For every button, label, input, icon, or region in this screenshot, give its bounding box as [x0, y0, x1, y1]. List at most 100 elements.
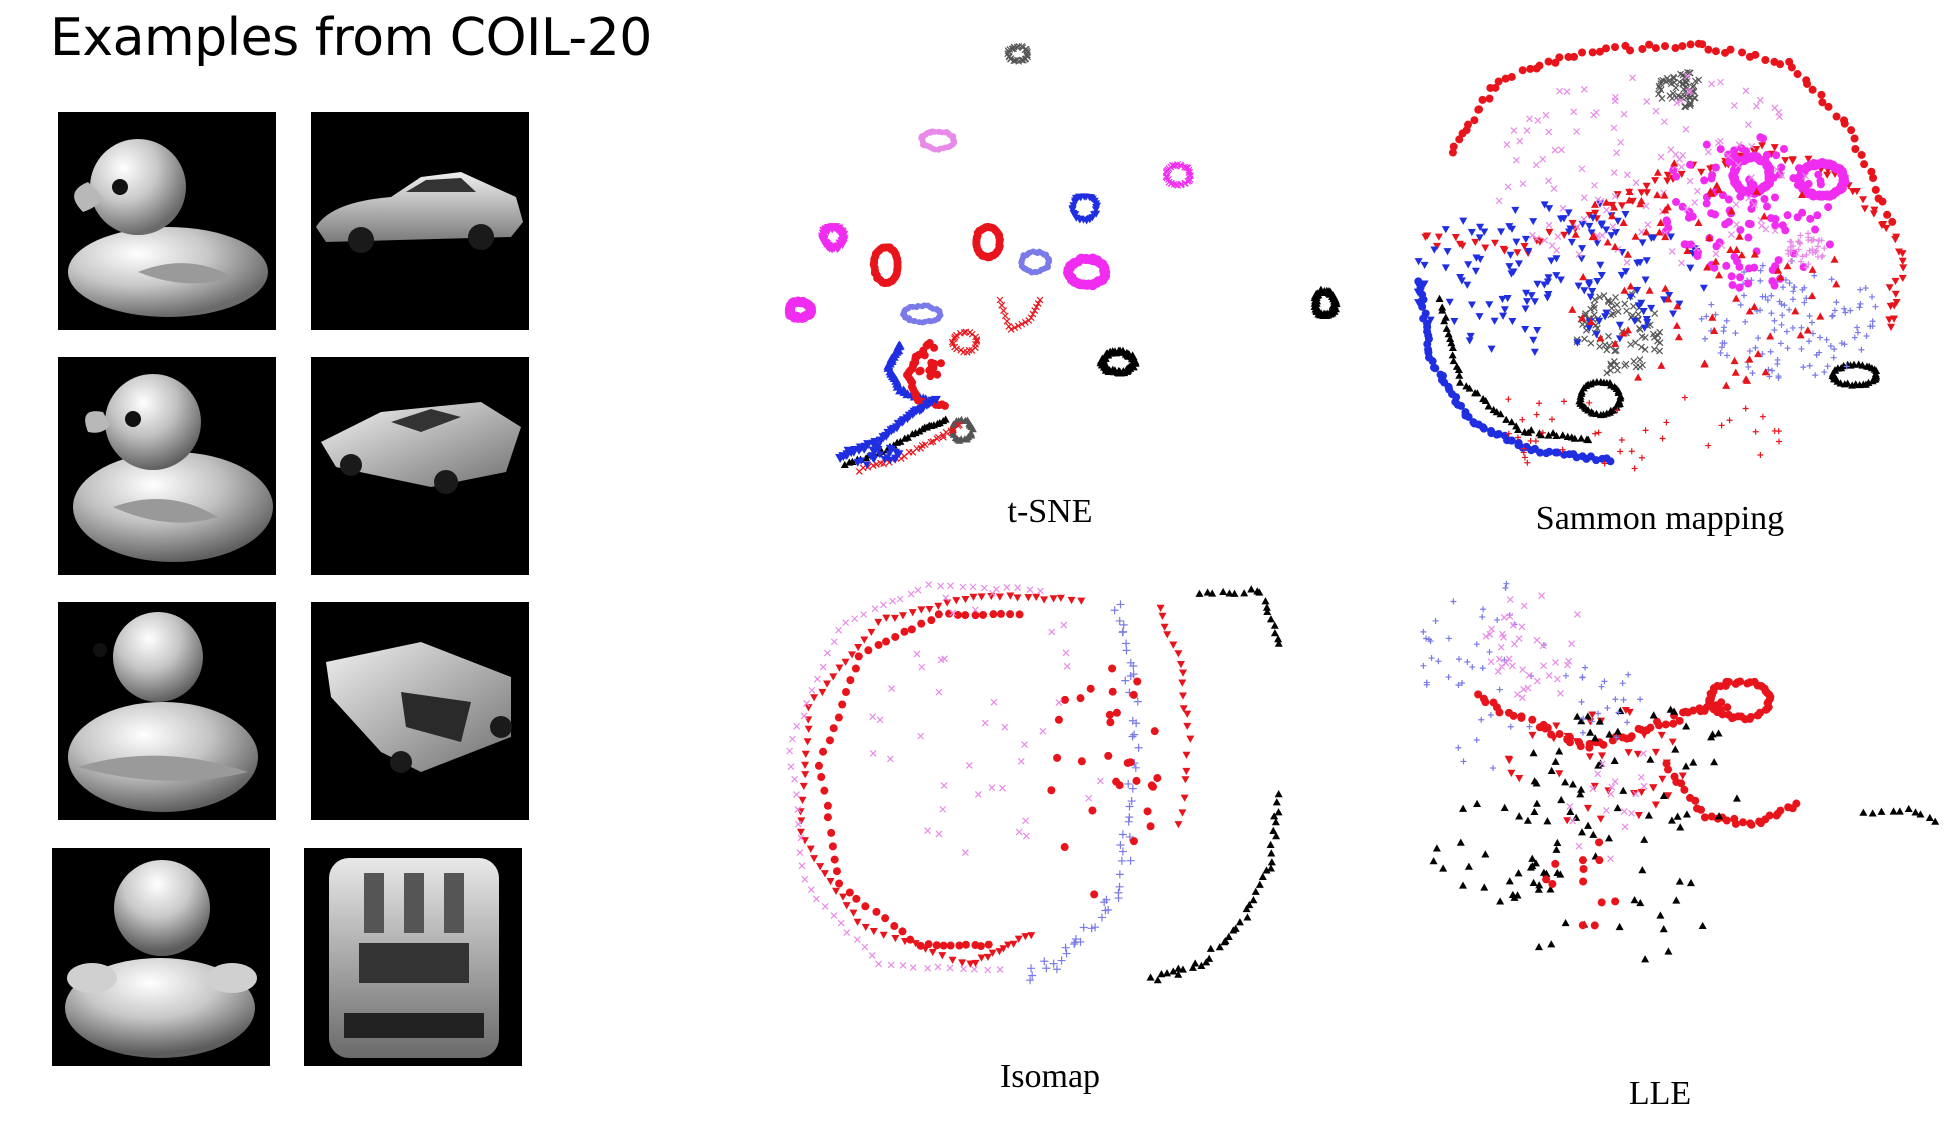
point-marker — [1418, 302, 1427, 311]
point-marker — [1812, 249, 1819, 256]
point-marker — [974, 790, 982, 798]
point-marker — [1458, 242, 1467, 250]
point-marker — [1752, 187, 1761, 195]
point-marker — [1508, 317, 1517, 326]
point-marker — [1450, 598, 1457, 605]
point-marker — [895, 450, 904, 458]
point-marker — [1538, 592, 1546, 600]
point-marker — [816, 863, 825, 871]
point-marker — [1128, 784, 1137, 793]
point-marker — [1603, 238, 1612, 246]
point-marker — [1024, 48, 1031, 56]
point-marker — [1163, 631, 1172, 639]
point-marker — [1633, 750, 1642, 759]
point-marker — [1097, 913, 1106, 922]
point-marker — [1717, 137, 1724, 145]
point-marker — [900, 627, 909, 636]
point-marker — [1006, 610, 1015, 619]
sammon-points — [1413, 39, 1908, 472]
point-marker — [1783, 328, 1790, 335]
point-marker — [1649, 784, 1658, 792]
point-marker — [1667, 816, 1676, 824]
point-marker — [1563, 88, 1571, 96]
point-marker — [874, 445, 883, 454]
point-marker — [1497, 228, 1506, 236]
point-marker — [1705, 442, 1712, 449]
point-marker — [1603, 346, 1611, 354]
point-marker — [1777, 340, 1784, 347]
point-marker — [1707, 733, 1716, 741]
point-marker — [1672, 172, 1681, 181]
point-marker — [853, 936, 861, 943]
point-marker — [1589, 232, 1598, 240]
point-marker — [1545, 128, 1553, 136]
point-marker — [1534, 885, 1543, 893]
point-marker — [803, 699, 811, 707]
point-marker — [1771, 326, 1778, 333]
point-marker — [789, 735, 796, 743]
point-marker — [1678, 42, 1687, 51]
point-marker — [1607, 201, 1616, 210]
point-marker — [1514, 260, 1523, 268]
point-marker — [1178, 692, 1187, 700]
point-marker — [1533, 677, 1541, 685]
point-marker — [1715, 271, 1724, 279]
point-marker — [808, 686, 816, 694]
point-marker — [1543, 278, 1552, 286]
point-marker — [1570, 108, 1578, 116]
point-marker — [968, 330, 976, 338]
point-marker — [1860, 160, 1869, 169]
point-marker — [1576, 742, 1585, 751]
point-marker — [1664, 765, 1673, 774]
point-marker — [1125, 802, 1134, 811]
point-marker — [880, 601, 887, 609]
point-marker — [1520, 602, 1528, 610]
point-marker — [1634, 373, 1643, 381]
point-marker — [1420, 662, 1427, 669]
point-marker — [1774, 266, 1783, 274]
point-marker — [1528, 231, 1536, 239]
point-marker — [1546, 885, 1555, 893]
point-marker — [1712, 311, 1719, 318]
point-marker — [850, 445, 859, 454]
point-marker — [1554, 233, 1562, 241]
point-marker — [970, 965, 978, 973]
point-marker — [1610, 358, 1618, 365]
point-marker — [1645, 286, 1654, 294]
point-marker — [1808, 319, 1815, 326]
point-marker — [1573, 339, 1582, 347]
point-marker — [842, 902, 851, 910]
point-marker — [1465, 384, 1474, 392]
point-marker — [908, 430, 917, 438]
point-marker — [898, 927, 907, 936]
point-marker — [1115, 870, 1124, 879]
point-marker — [1242, 904, 1251, 913]
point-marker — [1745, 121, 1752, 129]
point-marker — [1124, 779, 1133, 788]
point-marker — [1805, 234, 1812, 241]
point-marker — [842, 688, 851, 697]
point-marker — [896, 595, 904, 603]
point-marker — [1891, 277, 1900, 286]
point-marker — [1789, 324, 1796, 331]
point-marker — [1617, 271, 1626, 280]
point-marker — [1505, 263, 1514, 271]
point-marker — [1735, 141, 1743, 149]
point-marker — [948, 338, 956, 346]
point-marker — [1566, 802, 1574, 810]
point-marker — [835, 879, 844, 888]
point-marker — [1715, 812, 1724, 820]
point-marker — [1798, 324, 1805, 331]
point-marker — [1818, 98, 1827, 107]
point-marker — [1617, 202, 1626, 210]
point-marker — [1147, 781, 1156, 790]
point-marker — [1485, 301, 1494, 309]
point-marker — [1594, 770, 1602, 778]
point-marker — [1547, 766, 1556, 775]
point-marker — [1702, 140, 1711, 149]
point-marker — [1495, 708, 1504, 717]
point-marker — [839, 893, 848, 901]
point-marker — [1532, 799, 1541, 807]
point-marker — [1009, 940, 1018, 948]
point-marker — [980, 584, 988, 592]
